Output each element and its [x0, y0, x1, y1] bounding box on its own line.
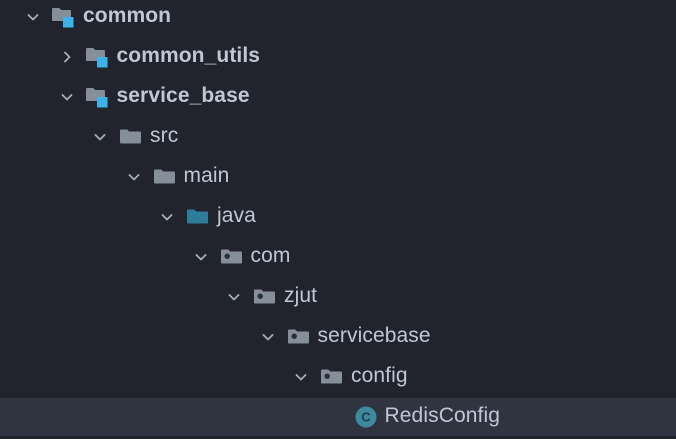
package-folder-icon	[252, 284, 278, 310]
tree-row-label: com	[250, 244, 291, 267]
package-folder-icon	[219, 244, 245, 270]
module-folder-icon	[51, 4, 77, 30]
tree-row[interactable]: service_base	[0, 78, 676, 116]
module-folder-icon	[85, 84, 111, 110]
package-folder-icon	[319, 364, 345, 390]
tree-row-label: servicebase	[317, 324, 431, 347]
chevron-down-icon[interactable]	[290, 366, 312, 388]
folder-icon	[118, 124, 144, 150]
package-folder-icon	[286, 324, 312, 350]
tree-row[interactable]: java	[0, 198, 676, 236]
tree-row[interactable]: common_utils	[0, 38, 676, 76]
tree-row-label: java	[217, 204, 256, 227]
folder-icon	[152, 164, 178, 190]
tree-row-label: config	[351, 364, 408, 387]
tree-row[interactable]: C RedisConfig	[0, 398, 676, 436]
tree-row[interactable]: zjut	[0, 278, 676, 316]
chevron-down-icon[interactable]	[223, 286, 245, 308]
tree-row[interactable]: main	[0, 158, 676, 196]
svg-text:C: C	[361, 410, 371, 425]
chevron-down-icon[interactable]	[22, 6, 44, 28]
tree-row-label: zjut	[284, 284, 318, 307]
tree-row[interactable]: config	[0, 358, 676, 396]
tree-row-label: main	[183, 164, 230, 187]
chevron-down-icon[interactable]	[257, 326, 279, 348]
chevron-down-icon[interactable]	[156, 206, 178, 228]
chevron-down-icon[interactable]	[190, 246, 212, 268]
tree-row-label: common_utils	[116, 44, 261, 67]
source-root-folder-icon	[185, 204, 211, 230]
tree-row-label: src	[150, 124, 179, 147]
tree-row-label: RedisConfig	[384, 404, 500, 427]
chevron-down-icon[interactable]	[123, 166, 145, 188]
tree-row[interactable]: common	[0, 0, 676, 36]
chevron-right-icon[interactable]	[56, 46, 78, 68]
tree-row-label: common	[83, 4, 172, 27]
chevron-down-icon[interactable]	[89, 126, 111, 148]
tree-row[interactable]: com	[0, 238, 676, 276]
tree-row[interactable]: src	[0, 118, 676, 156]
module-folder-icon	[85, 44, 111, 70]
java-class-icon: C	[353, 404, 379, 430]
chevron-down-icon[interactable]	[56, 86, 78, 108]
tree-row[interactable]: servicebase	[0, 318, 676, 356]
tree-row-label: service_base	[116, 84, 250, 107]
